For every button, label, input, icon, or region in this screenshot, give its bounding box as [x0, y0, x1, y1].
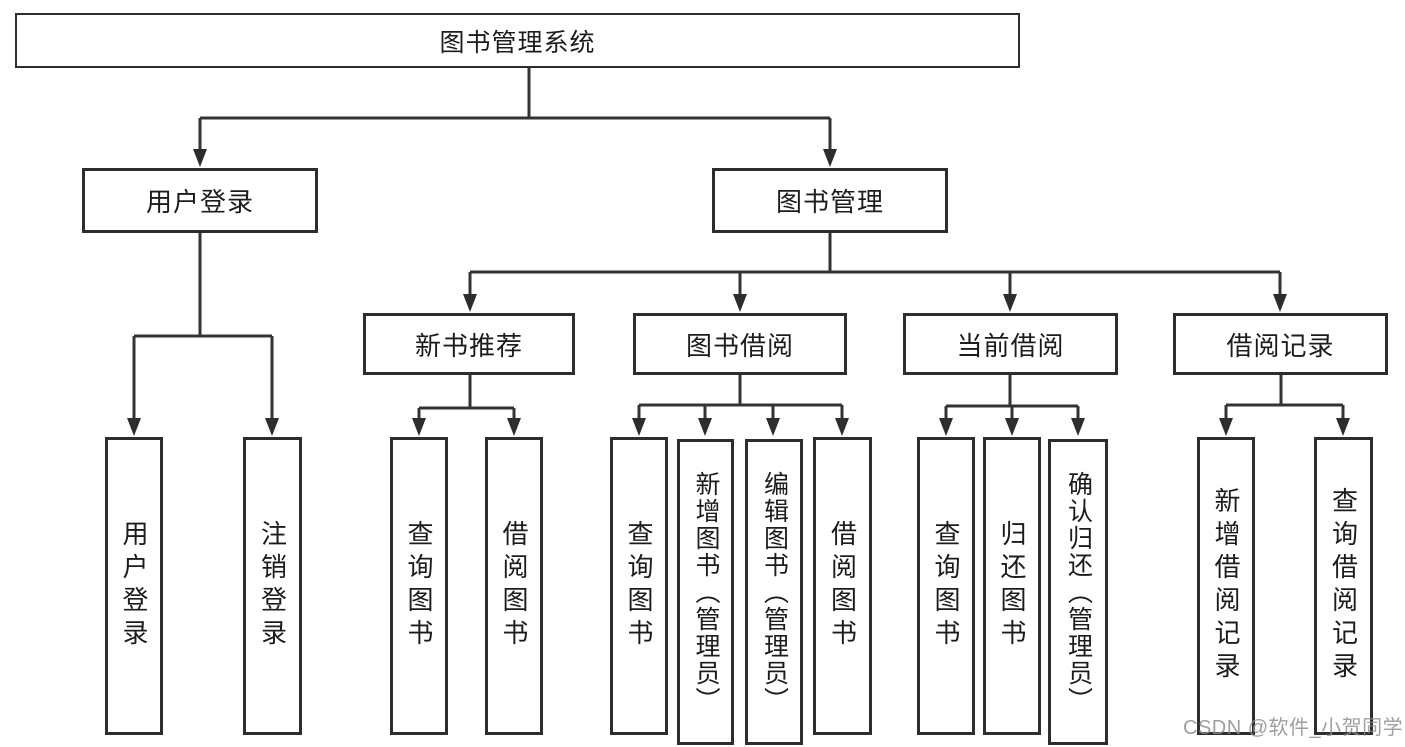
node-user-login-label: 用户登录 — [145, 187, 254, 217]
leaf-return-books-label: 归还图书 — [997, 520, 1027, 652]
node-borrow-records: 借阅记录 — [1173, 313, 1388, 375]
node-book-management: 图书管理 — [712, 168, 948, 233]
leaf-query-borrow-record: 查询借阅记录 — [1314, 437, 1373, 735]
leaf-query-books-current: 查询图书 — [917, 437, 975, 735]
leaf-query-books-current-label: 查询图书 — [931, 520, 961, 652]
leaf-return-books: 归还图书 — [983, 437, 1041, 735]
leaf-confirm-return-admin: 确认归还（管理员） — [1048, 439, 1108, 745]
leaf-borrow-books-label: 借阅图书 — [827, 520, 858, 652]
leaf-add-books-admin: 新增图书（管理员） — [677, 439, 734, 745]
csdn-watermark: CSDN @软件_小贺同学 — [1183, 717, 1404, 739]
node-book-borrow-label: 图书借阅 — [685, 330, 794, 361]
leaf-logout: 注销登录 — [243, 437, 302, 735]
leaf-query-borrow-record-label: 查询借阅记录 — [1328, 487, 1359, 685]
leaf-edit-books-admin-label: 编辑图书（管理员） — [760, 470, 789, 714]
leaf-query-books-borrow: 查询图书 — [610, 437, 668, 735]
node-current-borrow-label: 当前借阅 — [956, 330, 1065, 361]
leaf-confirm-return-admin-label: 确认归还（管理员） — [1064, 470, 1093, 714]
leaf-user-login-label: 用户登录 — [119, 520, 149, 652]
leaf-query-books-borrow-label: 查询图书 — [624, 520, 654, 652]
leaf-user-login: 用户登录 — [105, 437, 163, 735]
leaf-add-books-admin-label: 新增图书（管理员） — [692, 470, 720, 714]
leaf-borrow-books-recommend: 借阅图书 — [485, 437, 543, 735]
leaf-borrow-books: 借阅图书 — [813, 437, 872, 735]
leaf-edit-books-admin: 编辑图书（管理员） — [745, 439, 803, 745]
leaf-add-borrow-record: 新增借阅记录 — [1197, 437, 1255, 735]
node-new-book-recommend: 新书推荐 — [363, 313, 575, 375]
leaf-logout-label: 注销登录 — [257, 520, 288, 652]
node-book-management-label: 图书管理 — [775, 187, 884, 217]
node-root-label: 图书管理系统 — [439, 28, 596, 57]
leaf-add-borrow-record-label: 新增借阅记录 — [1211, 487, 1241, 685]
leaf-borrow-books-recommend-label: 借阅图书 — [499, 520, 529, 652]
leaf-query-books-recommend: 查询图书 — [390, 437, 448, 735]
node-book-borrow: 图书借阅 — [633, 313, 847, 375]
node-borrow-records-label: 借阅记录 — [1226, 330, 1335, 361]
node-current-borrow: 当前借阅 — [903, 313, 1118, 375]
node-new-book-recommend-label: 新书推荐 — [414, 330, 523, 361]
leaf-query-books-recommend-label: 查询图书 — [404, 520, 434, 652]
node-root: 图书管理系统 — [15, 13, 1020, 68]
node-user-login: 用户登录 — [82, 168, 318, 233]
